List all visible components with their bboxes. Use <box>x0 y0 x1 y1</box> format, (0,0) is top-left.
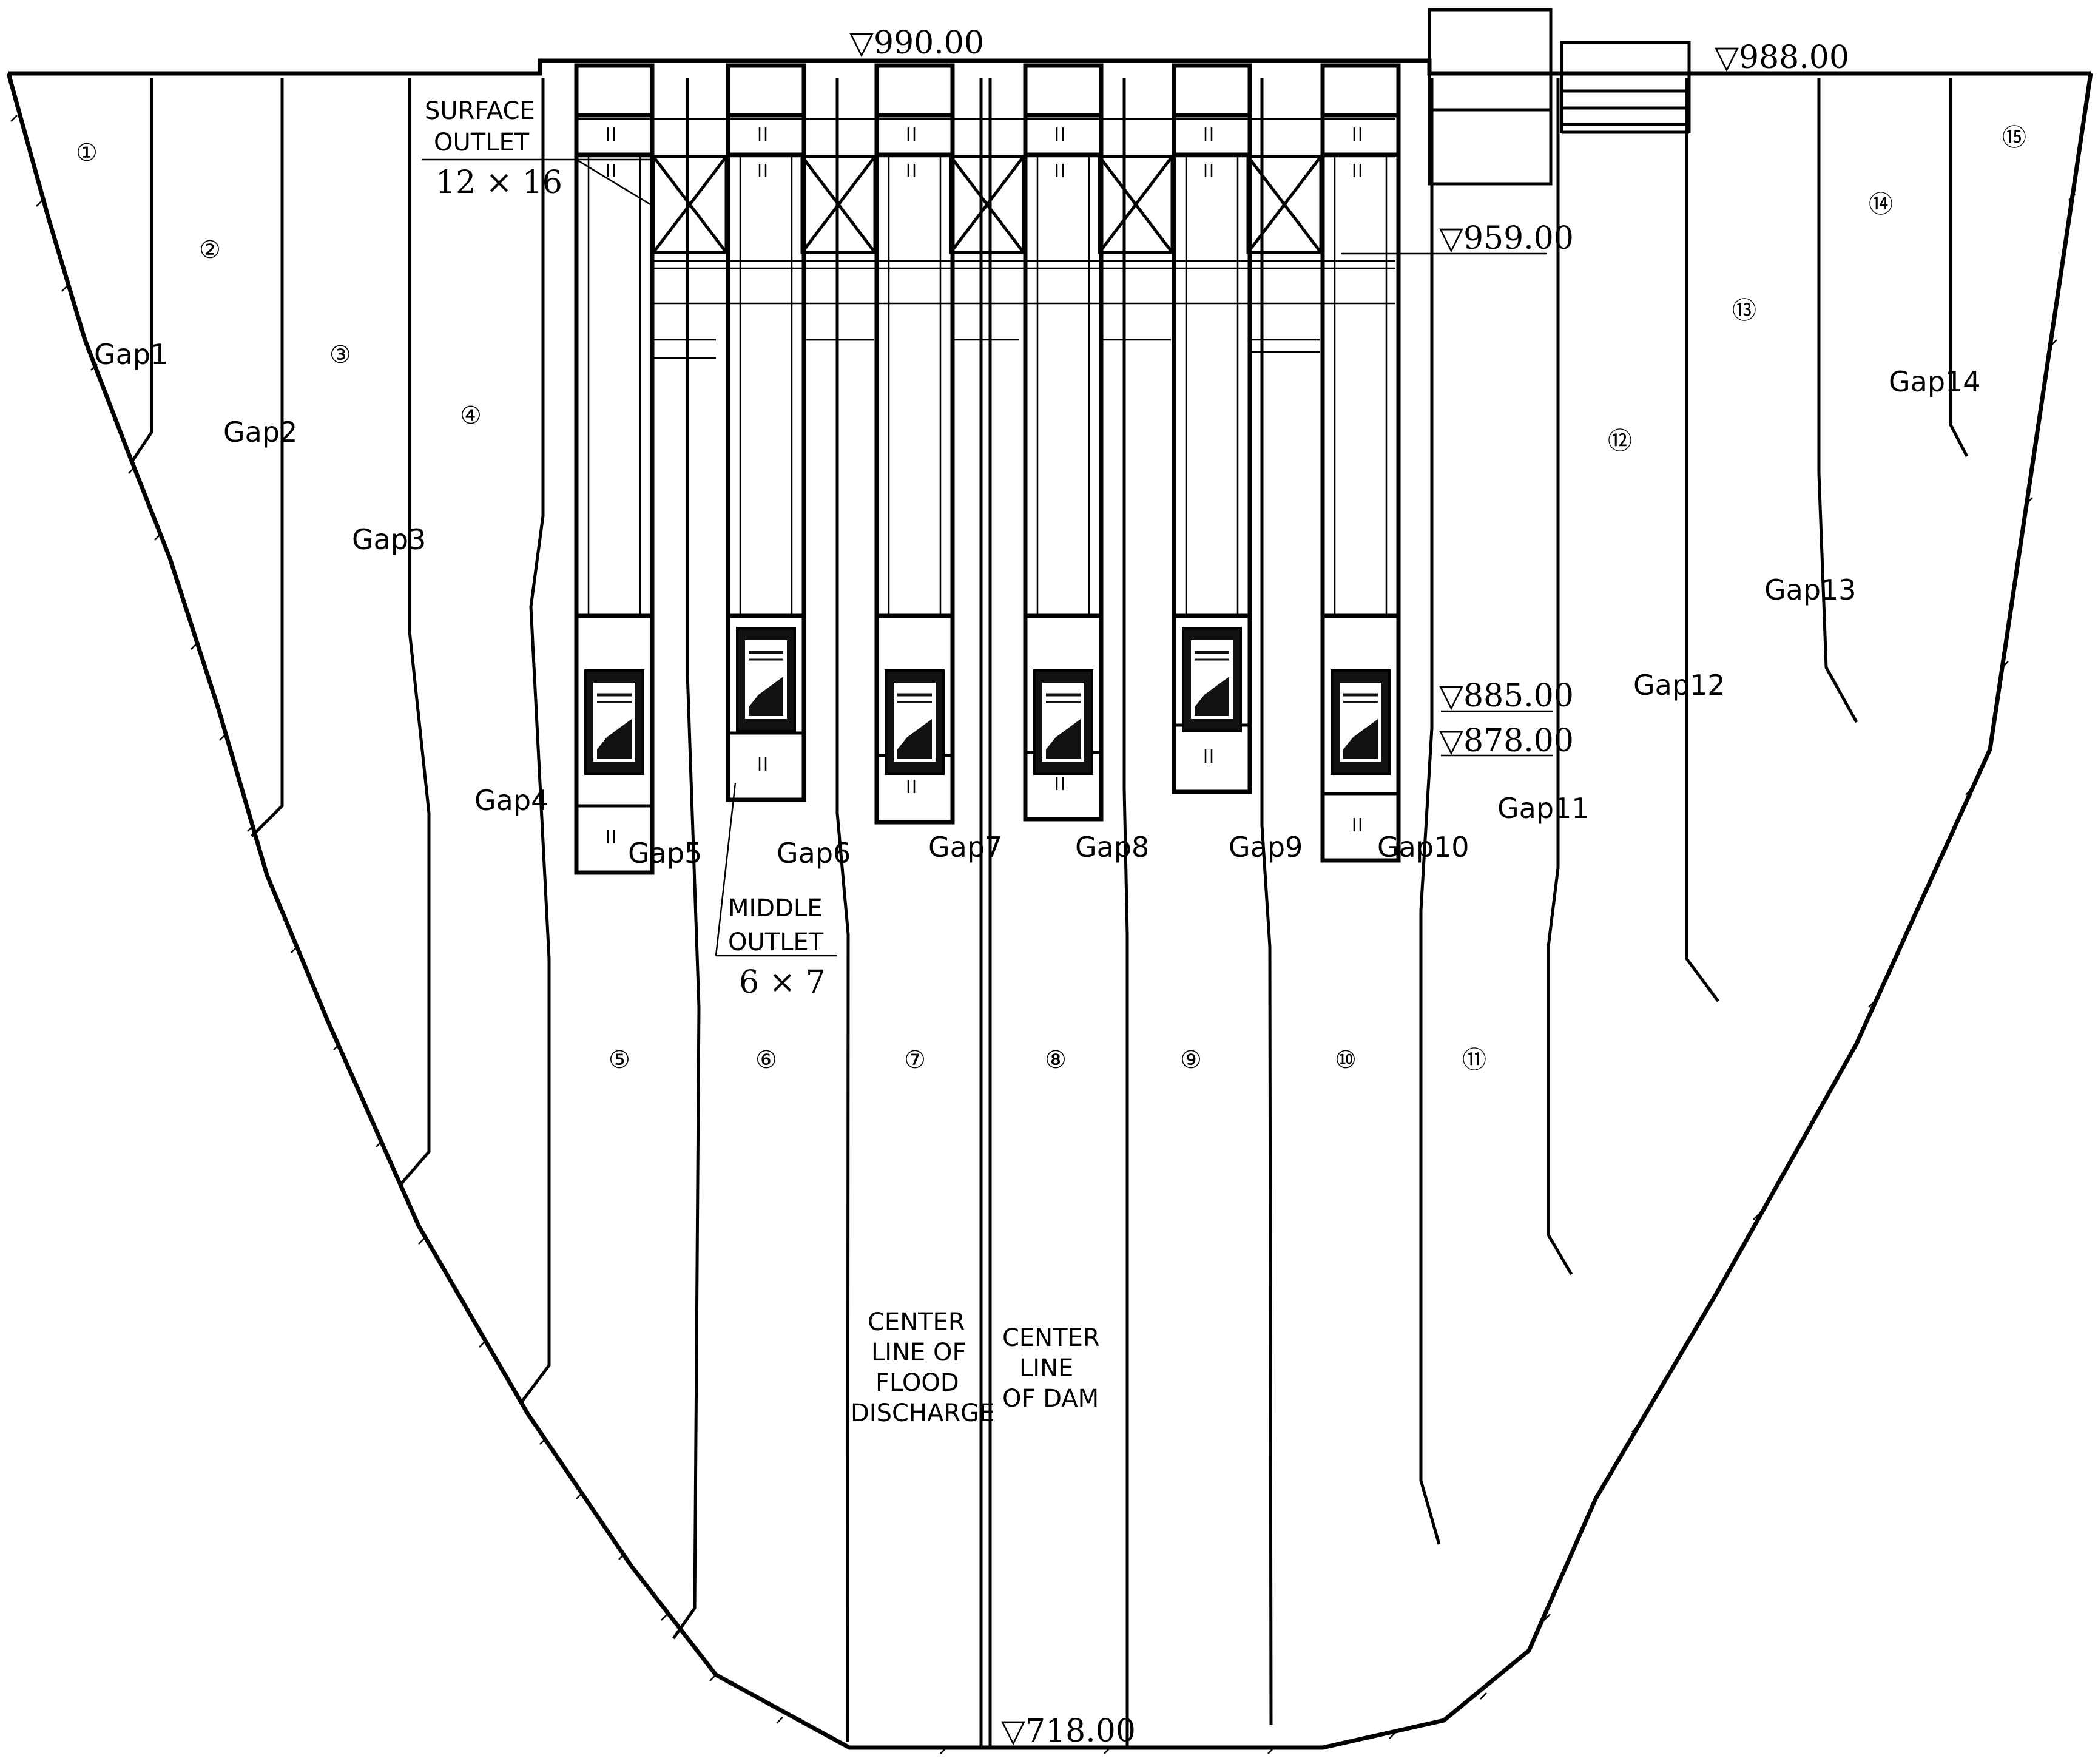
gap-label: Gap4 <box>474 784 548 817</box>
elevation-878: ▽878.00 <box>1439 723 1574 759</box>
gap-label: Gap7 <box>928 831 1002 863</box>
elevation-959: ▽959.00 <box>1439 220 1574 257</box>
block-number: ⑥ <box>755 1046 777 1074</box>
middle-outlet-gate-symbol <box>597 719 632 759</box>
middle-outlet-label-2: OUTLET <box>728 928 824 956</box>
elevation-crest-right: ▽988.00 <box>1715 39 1849 76</box>
outlet-column <box>574 63 655 875</box>
joint-line-3 <box>400 78 431 1184</box>
gap-label: Gap14 <box>1889 365 1981 398</box>
gap-label: Gap2 <box>223 416 297 448</box>
middle-outlet-size: 6 × 7 <box>739 964 826 1001</box>
gap-label: Gap10 <box>1377 831 1469 863</box>
middle-outlet-gate-symbol <box>749 677 783 716</box>
elevation-885: ▽885.00 <box>1439 678 1574 714</box>
center-dam-line-2: LINE <box>1019 1354 1073 1382</box>
joint-line-9 <box>1260 78 1273 1725</box>
gap-label: Gap5 <box>628 837 702 870</box>
middle-outlet-gate-symbol <box>1046 719 1081 759</box>
block-number: ⑧ <box>1045 1046 1067 1074</box>
surface-outlet-label-1: SURFACE <box>425 97 535 125</box>
block-number: ⑬ <box>1732 297 1756 325</box>
outlet-column <box>874 63 955 825</box>
center-dam-line-1: CENTER <box>1002 1324 1100 1352</box>
center-flood-line-3: FLOOD <box>875 1369 959 1397</box>
outlet-column <box>726 63 806 802</box>
middle-outlet-gate-symbol <box>1195 677 1229 716</box>
surface-outlet-label-2: OUTLET <box>434 129 530 157</box>
middle-outlet-gate-symbol <box>1343 719 1378 759</box>
block-number: ⑨ <box>1180 1046 1202 1074</box>
gap-label: Gap11 <box>1497 792 1590 825</box>
block-number: ⑩ <box>1335 1046 1357 1074</box>
middle-outlet-label-1: MIDDLE <box>728 894 822 922</box>
block-number: ③ <box>329 341 351 369</box>
gap-label: Gap13 <box>1764 573 1857 606</box>
outlet-column <box>1172 63 1252 794</box>
outlet-column <box>1320 63 1401 863</box>
crest-structures <box>1428 8 1691 186</box>
block-number: ② <box>199 236 221 264</box>
block-number: ⑭ <box>1869 191 1893 218</box>
center-flood-line-1: CENTER <box>868 1308 965 1336</box>
joint-line-5 <box>672 78 701 1640</box>
gap-label: Gap8 <box>1075 831 1149 863</box>
block-number: ⑦ <box>904 1046 926 1074</box>
gap-label: Gap12 <box>1633 669 1725 701</box>
block-number: ⑫ <box>1608 427 1632 455</box>
elevation-foundation: ▽718.00 <box>1001 1713 1136 1749</box>
joint-line-12 <box>1685 78 1720 1002</box>
gap-label: Gap1 <box>94 338 168 371</box>
gap-label: Gap3 <box>352 523 426 556</box>
gap-label: Gap6 <box>777 837 851 870</box>
joint-line-13 <box>1817 78 1858 723</box>
joint-line-4 <box>521 78 551 1403</box>
elevation-crest-left: ▽990.00 <box>849 25 984 61</box>
foundation-hatch <box>10 115 2076 1754</box>
center-line-flood-discharge-label: CENTER LINE OF FLOOD DISCHARGE <box>851 1308 994 1427</box>
block-number: ④ <box>460 402 482 430</box>
outlet-columns <box>574 63 1401 875</box>
joint-line-10 <box>1419 78 1441 1545</box>
block-number: ① <box>76 139 98 167</box>
dam-outline <box>6 58 2093 1750</box>
surface-outlet-size: 12 × 16 <box>436 164 562 201</box>
center-flood-line-2: LINE OF <box>871 1339 966 1367</box>
center-flood-line-4: DISCHARGE <box>851 1399 994 1427</box>
block-numbers: ① ② ③ ④ ⑤ ⑥ ⑦ ⑧ ⑨ ⑩ ⑪ ⑫ ⑬ ⑭ ⑮ <box>76 124 2026 1074</box>
middle-outlet-gate-symbol <box>897 719 932 759</box>
center-dam-line-3: OF DAM <box>1002 1385 1099 1413</box>
transverse-joints <box>130 78 1969 1748</box>
outlet-column <box>1023 63 1104 822</box>
joint-line-1 <box>130 78 153 462</box>
joint-line-8 <box>1122 78 1129 1748</box>
block-number: ⑮ <box>2002 124 2026 152</box>
joint-line-14 <box>1949 78 1969 458</box>
joint-line-11 <box>1547 78 1573 1276</box>
block-number: ⑤ <box>609 1046 630 1074</box>
elevation-leaders <box>422 158 1553 957</box>
surface-outlet-gates <box>652 155 1323 254</box>
joint-line-6 <box>835 78 850 1742</box>
joint-line-2 <box>251 78 284 837</box>
gap-label: Gap9 <box>1229 831 1303 863</box>
block-number: ⑪ <box>1462 1046 1486 1074</box>
gap-labels: Gap1 Gap2 Gap3 Gap4 Gap5 Gap6 Gap7 Gap8 … <box>94 338 1981 870</box>
center-line-dam-label: CENTER LINE OF DAM <box>1002 1324 1100 1413</box>
outlet-bands <box>576 118 1395 359</box>
